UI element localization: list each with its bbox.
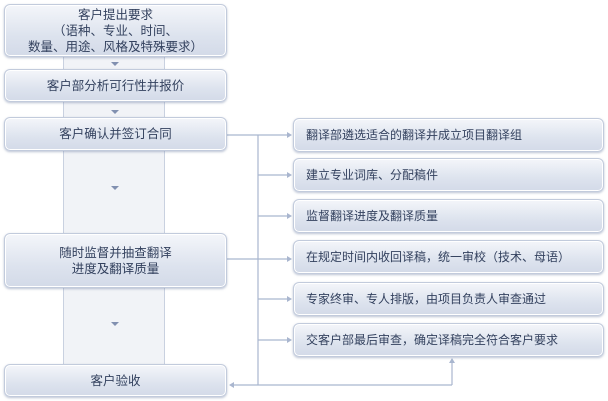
arrow-down-icon	[111, 110, 119, 114]
step-text: 客户确认并签订合同	[59, 126, 172, 141]
step-text: 在规定时间内收回译稿，统一审校（技术、母语）	[306, 250, 571, 264]
right-step: 翻译部遴选适合的翻译并成立项目翻译组	[293, 118, 604, 152]
step-text: 随时监督并抽查翻译	[59, 244, 172, 260]
step-text: 客户验收	[90, 372, 141, 388]
right-step: 建立专业词库、分配稿件	[293, 158, 604, 192]
arrow-down-icon	[111, 186, 119, 190]
step-monitor-quality: 随时监督并抽查翻译进度及翻译质量	[4, 233, 227, 288]
right-step: 交客户部最后审查，确定译稿完全符合客户要求	[293, 323, 604, 357]
step-text: 进度及翻译质量	[71, 260, 160, 276]
right-step: 监督翻译进度及翻译质量	[293, 199, 604, 233]
step-text: 数量、用途、风格及特殊要求）	[27, 38, 203, 54]
step-text: 翻译部遴选适合的翻译并成立项目翻译组	[306, 128, 523, 142]
step-text: （语种、专业、时间、	[52, 22, 178, 38]
right-step: 专家终审、专人排版，由项目负责人审查通过	[293, 282, 604, 316]
flow-band	[63, 55, 165, 367]
step-client-request: 客户提出要求（语种、专业、时间、数量、用途、风格及特殊要求）	[4, 4, 227, 57]
arrow-down-icon	[111, 62, 119, 66]
step-acceptance: 客户验收	[4, 364, 227, 397]
step-text: 专家终审、专人排版，由项目负责人审查通过	[306, 292, 547, 306]
step-text: 客户部分析可行性并报价	[46, 77, 185, 93]
right-step: 在规定时间内收回译稿，统一审校（技术、母语）	[293, 240, 604, 274]
step-text: 交客户部最后审查，确定译稿完全符合客户要求	[306, 333, 559, 347]
arrow-down-icon	[111, 322, 119, 326]
step-text: 建立专业词库、分配稿件	[306, 168, 439, 182]
step-sign-contract: 客户确认并签订合同	[4, 117, 227, 151]
step-text: 客户提出要求	[77, 6, 153, 22]
step-feasibility-quote: 客户部分析可行性并报价	[4, 69, 227, 102]
step-text: 监督翻译进度及翻译质量	[306, 209, 439, 223]
